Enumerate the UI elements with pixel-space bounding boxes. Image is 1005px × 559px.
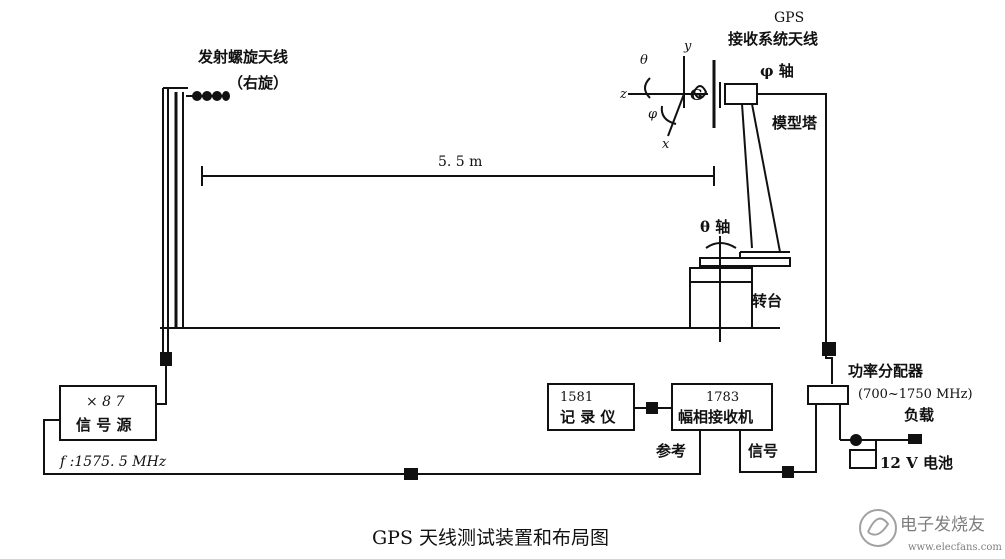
helix-antenna: [186, 91, 230, 101]
power-divider-label: 功率分配器: [848, 362, 924, 380]
turntable-label: 转台: [752, 292, 782, 310]
model-tower: [739, 103, 790, 262]
turntable: [689, 236, 791, 342]
battery: [849, 440, 877, 469]
signal-label: 信号: [748, 442, 778, 460]
theta-axis-label: θ 轴: [700, 218, 730, 236]
figure-title: GPS 天线测试装置和布局图: [372, 527, 609, 549]
load-label: 负载: [904, 406, 934, 424]
connector-signal: [782, 466, 794, 478]
gps-antenna: [712, 60, 770, 128]
power-divider: [807, 385, 849, 414]
power-divider-range-label: (700~1750 MHz): [858, 387, 973, 402]
g-mark: G: [690, 86, 703, 104]
source-name: 信 号 源: [76, 416, 131, 434]
source-model: × 8 7: [86, 394, 125, 410]
recorder-name: 记 录 仪: [560, 408, 616, 426]
connector-recorder: [646, 402, 658, 414]
coordinate-axes: [628, 56, 708, 137]
recorder-model: 1581: [560, 390, 593, 405]
cable-source-mast: [156, 355, 167, 405]
recorder-box: [547, 383, 635, 431]
receiver-model: 1783: [706, 390, 739, 405]
cable-antenna-divider: [770, 93, 833, 384]
transmit-mast: [162, 87, 188, 355]
axis-x-label: x: [662, 137, 670, 152]
phi-axis-label: φ 轴: [760, 62, 794, 80]
connector-source: [160, 352, 172, 366]
axis-theta-label: θ: [640, 53, 648, 68]
connector-divider: [822, 342, 836, 356]
watermark-text: 电子发烧友: [900, 515, 985, 535]
axis-z-label: z: [619, 87, 627, 102]
load: [839, 414, 922, 446]
axis-y-label: y: [683, 39, 692, 54]
cable-signal: [739, 414, 817, 473]
tx-antenna-pol-label: （右旋）: [228, 74, 288, 92]
receiver-name: 幅相接收机: [678, 408, 753, 426]
axis-phi-label: φ: [648, 107, 658, 122]
tx-antenna-label: 发射螺旋天线: [197, 48, 288, 66]
gps-label-2: 接收系统天线: [728, 30, 818, 48]
watermark-logo: 电子发烧友 www.elecfans.com: [859, 509, 1002, 553]
receiver-box: [671, 383, 773, 431]
source-box: [59, 385, 157, 441]
gps-label-1: GPS: [774, 10, 804, 26]
model-tower-label: 模型塔: [772, 114, 818, 132]
reference-label: 参考: [656, 442, 686, 460]
watermark-url: www.elecfans.com: [908, 542, 1002, 553]
connector-reference: [404, 468, 418, 480]
frequency-label: f :1575. 5 MHz: [59, 454, 167, 470]
cable-reference: [43, 419, 701, 475]
distance-label: 5. 5 m: [438, 154, 482, 170]
distance-marker: [201, 166, 715, 186]
battery-label: 12 V 电池: [880, 454, 953, 472]
